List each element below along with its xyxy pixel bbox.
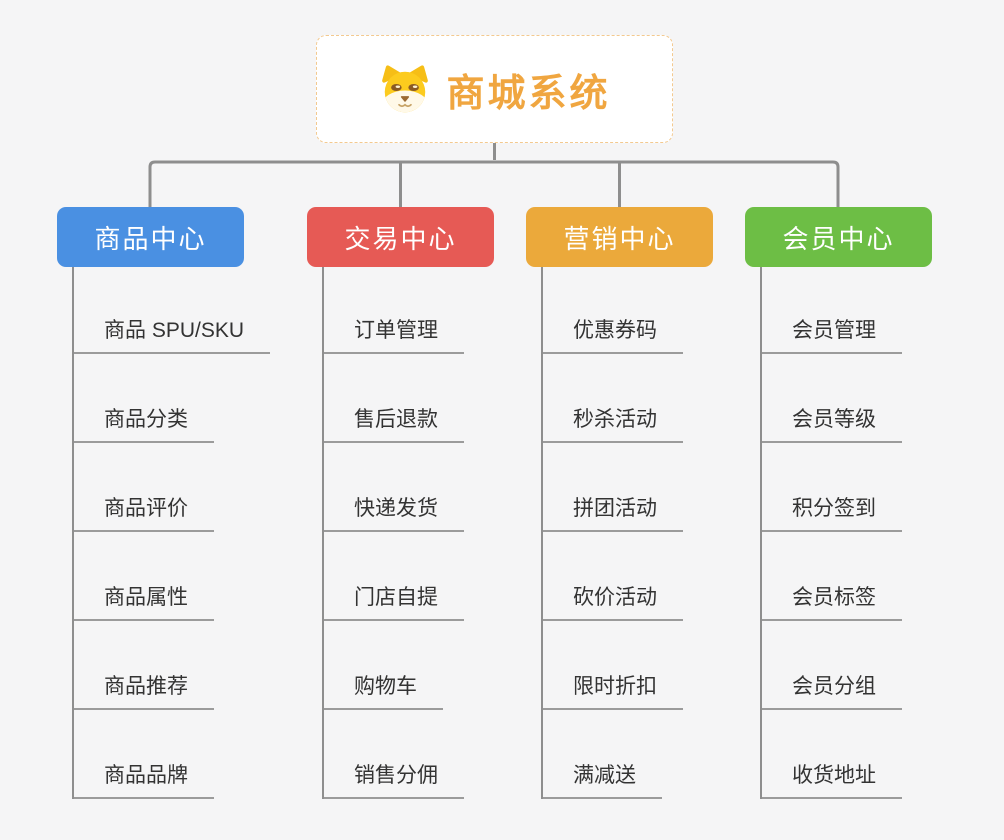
leaf-node[interactable]: 快递发货: [324, 443, 464, 532]
leaf-node[interactable]: 商品分类: [74, 354, 214, 443]
shiba-dog-icon: [382, 65, 429, 113]
root-node[interactable]: 商城系统: [316, 35, 673, 143]
branch-node[interactable]: 交易中心: [307, 207, 494, 267]
leaf-list: 优惠券码秒杀活动拼团活动砍价活动限时折扣满减送: [541, 267, 683, 799]
leaf-node[interactable]: 门店自提: [324, 532, 464, 621]
leaf-node[interactable]: 商品品牌: [74, 710, 214, 799]
leaf-node[interactable]: 拼团活动: [543, 443, 683, 532]
leaf-list: 订单管理售后退款快递发货门店自提购物车销售分佣: [322, 267, 464, 799]
leaf-node[interactable]: 会员管理: [762, 267, 902, 354]
branch-node[interactable]: 会员中心: [745, 207, 932, 267]
leaf-node[interactable]: 砍价活动: [543, 532, 683, 621]
leaf-node[interactable]: 销售分佣: [324, 710, 464, 799]
leaf-node[interactable]: 秒杀活动: [543, 354, 683, 443]
leaf-node[interactable]: 满减送: [543, 710, 662, 799]
leaf-node[interactable]: 会员等级: [762, 354, 902, 443]
branch-column-3: 营销中心优惠券码秒杀活动拼团活动砍价活动限时折扣满减送: [526, 207, 713, 799]
leaf-node[interactable]: 收货地址: [762, 710, 902, 799]
branch-node[interactable]: 商品中心: [57, 207, 244, 267]
leaf-node[interactable]: 优惠券码: [543, 267, 683, 354]
leaf-node[interactable]: 限时折扣: [543, 621, 683, 710]
branch-column-4: 会员中心会员管理会员等级积分签到会员标签会员分组收货地址: [745, 207, 932, 799]
leaf-node[interactable]: 订单管理: [324, 267, 464, 354]
leaf-node[interactable]: 商品评价: [74, 443, 214, 532]
leaf-node[interactable]: 购物车: [324, 621, 443, 710]
leaf-node[interactable]: 商品 SPU/SKU: [74, 267, 271, 354]
leaf-node[interactable]: 会员分组: [762, 621, 902, 710]
leaf-node[interactable]: 积分签到: [762, 443, 902, 532]
leaf-node[interactable]: 商品推荐: [74, 621, 214, 710]
leaf-node[interactable]: 商品属性: [74, 532, 214, 621]
leaf-node[interactable]: 售后退款: [324, 354, 464, 443]
branch-node[interactable]: 营销中心: [526, 207, 713, 267]
branch-column-2: 交易中心订单管理售后退款快递发货门店自提购物车销售分佣: [307, 207, 494, 799]
leaf-node[interactable]: 会员标签: [762, 532, 902, 621]
leaf-list: 会员管理会员等级积分签到会员标签会员分组收货地址: [760, 267, 902, 799]
connector-path: [148, 142, 840, 207]
root-title: 商城系统: [446, 72, 611, 115]
